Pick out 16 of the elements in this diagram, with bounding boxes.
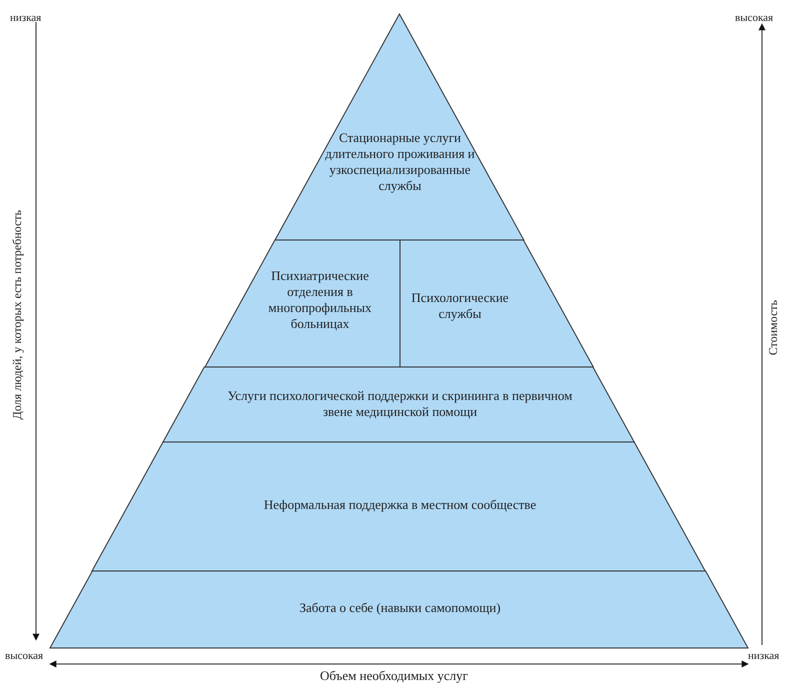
axis-end-label: низкая [748, 650, 780, 662]
tier-label: Неформальная поддержка в местном сообществе [262, 497, 538, 513]
axis-end-label: высокая [5, 650, 44, 662]
axis-end-label: высокая [735, 12, 774, 24]
axis-title: Стоимость [766, 300, 781, 356]
pyramid-tier [400, 240, 594, 367]
axis-end-label: низкая [10, 12, 42, 24]
axis-title: Доля людей, у которых есть потребность [10, 210, 25, 420]
tier-label: Стационарные услуги длительного проживания и узкоспециализированные службы [324, 130, 476, 194]
tier-label: Услуги психологической поддержки и скрининга в первичном звене медицинской помощи [226, 388, 574, 420]
axis-title: Объем необходимых услуг [320, 668, 468, 684]
pyramid-tier [204, 240, 400, 367]
tier-label: Забота о себе (навыки самопомощи) [298, 600, 502, 616]
tier-label: Психологические службы [410, 290, 510, 322]
pyramid-tier [50, 571, 748, 648]
tier-label: Психиатрические отделения в многопрофильных больницах [267, 268, 373, 332]
